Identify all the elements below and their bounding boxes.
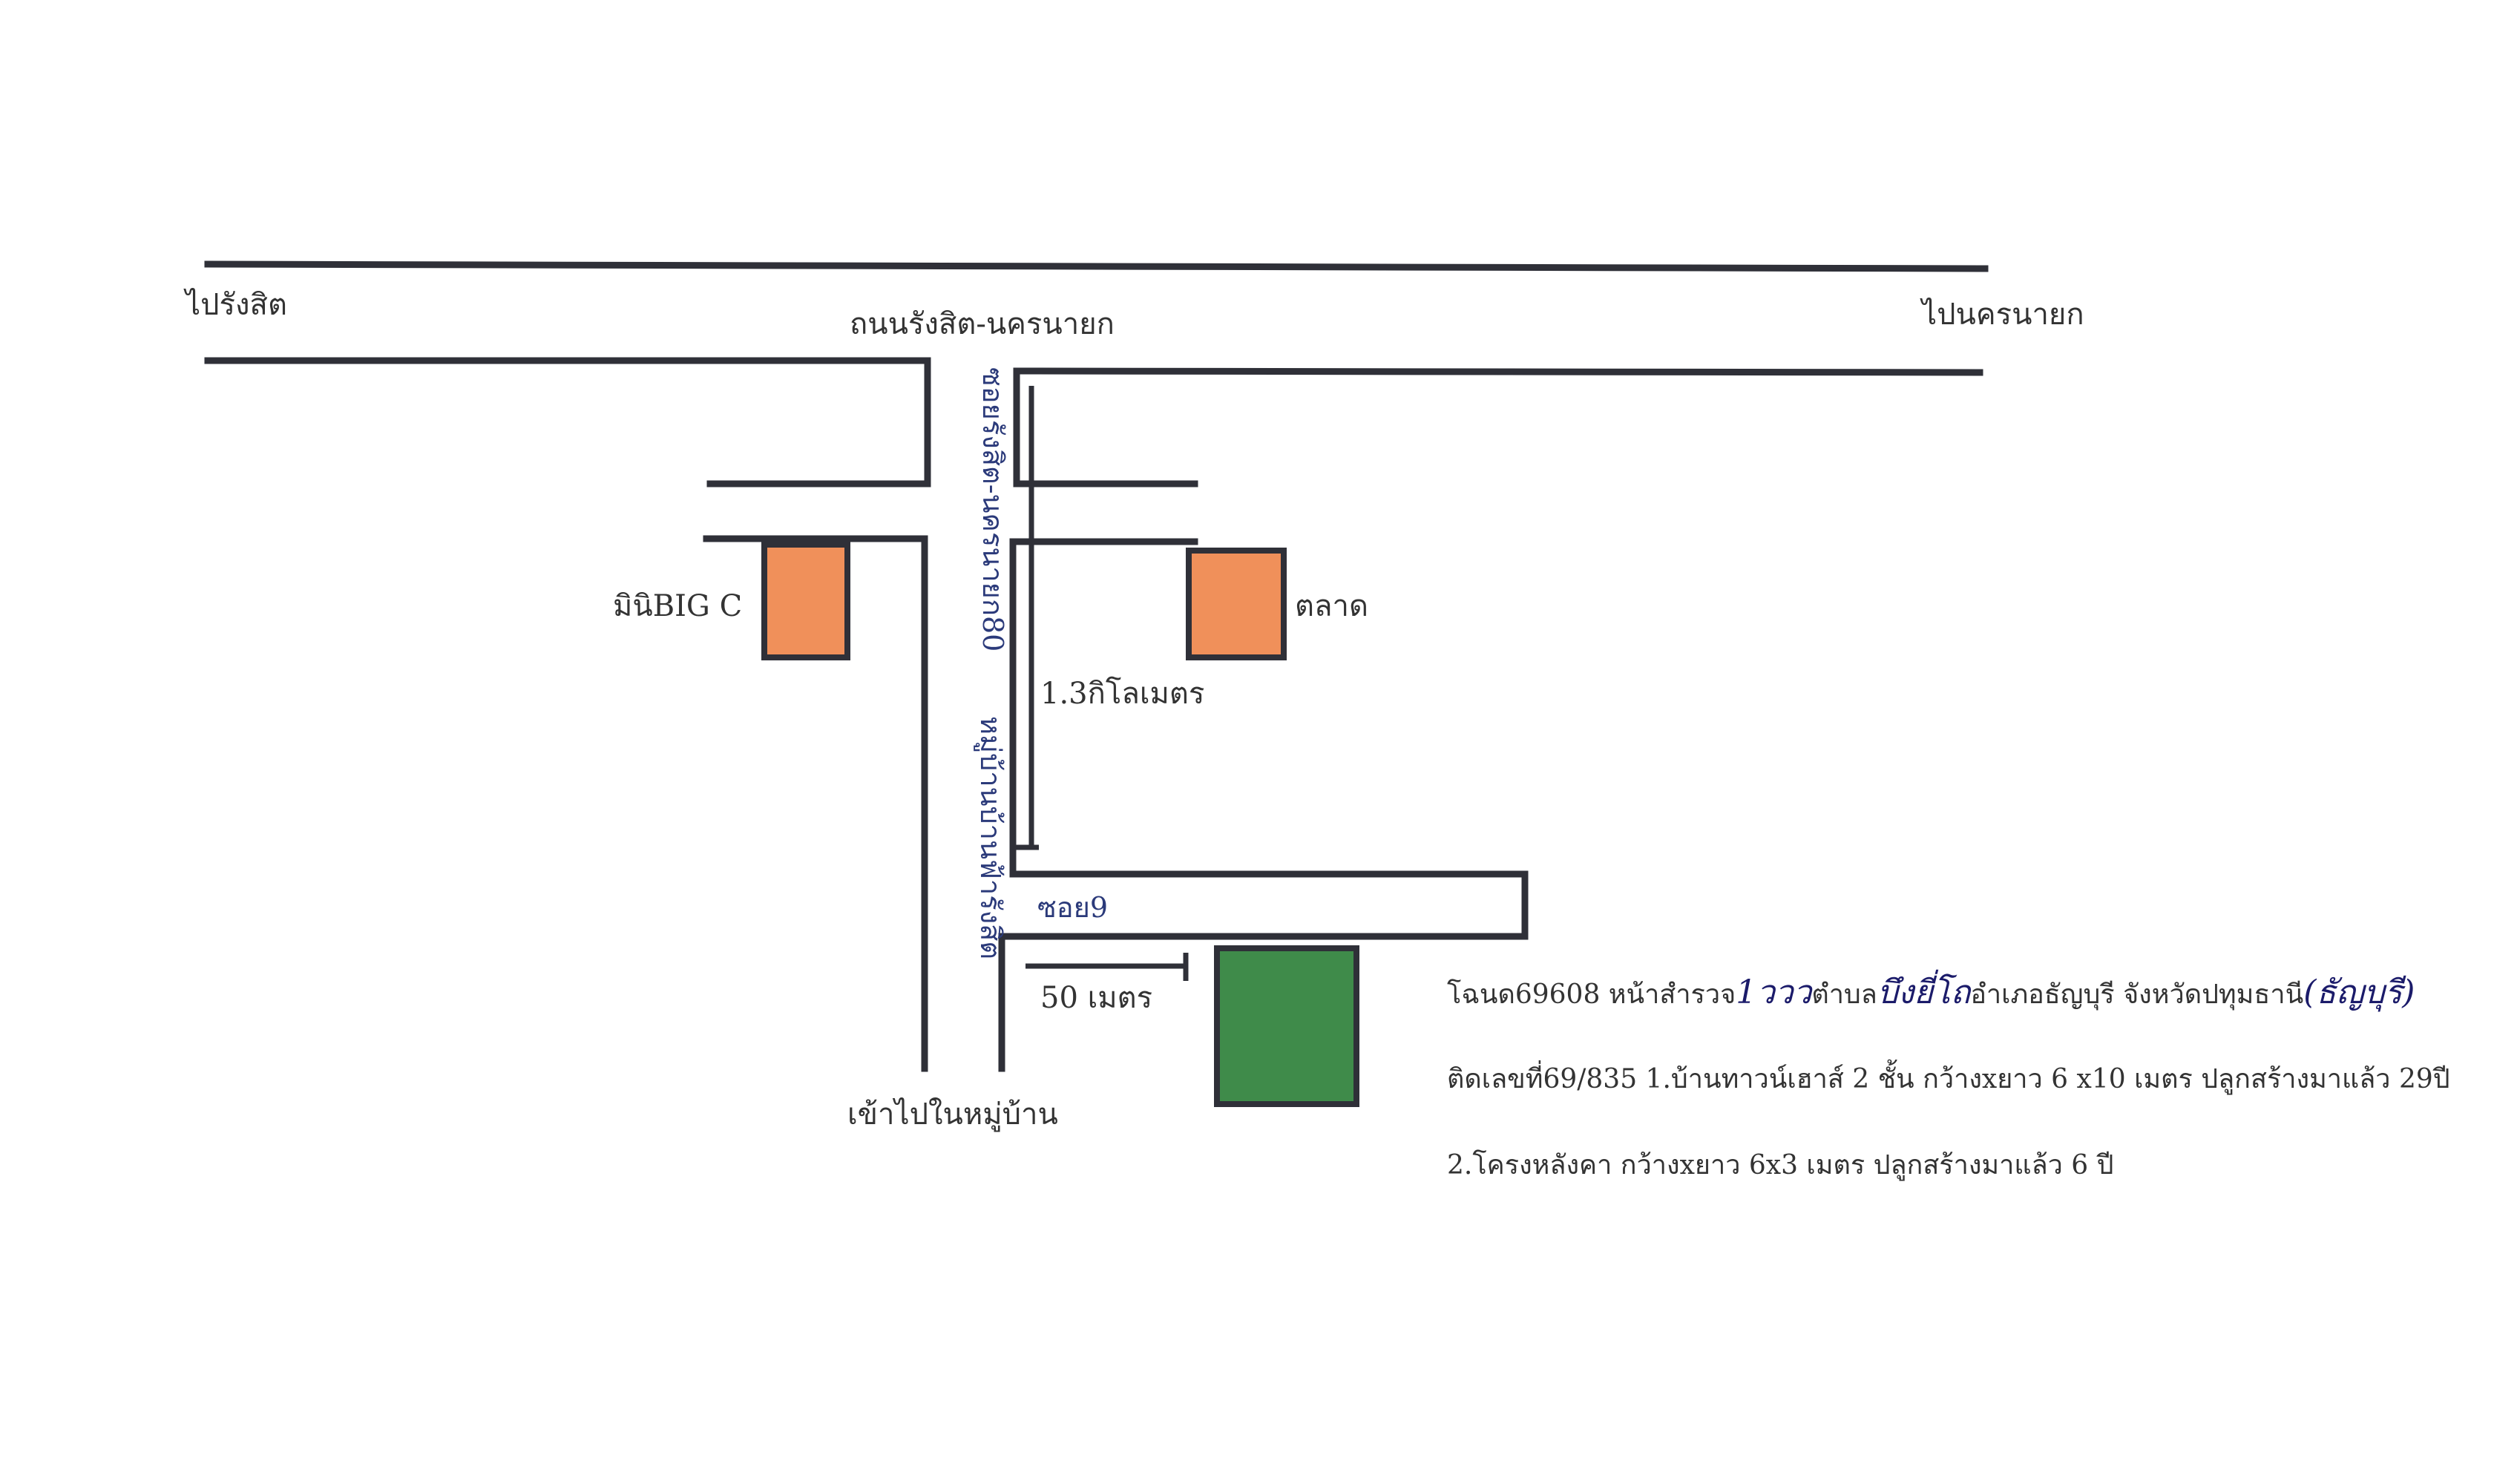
note-line-1-paren-hand: (ธัญบุรี) (2303, 974, 2415, 1012)
note-line-1-prefix: โฉนด69608 หน้าสำรวจ (1447, 979, 1736, 1010)
label-distance-50m: 50 เมตร (1040, 981, 1152, 1015)
label-village: หมู่บ้านบ้านฟ้ารังสิต (974, 716, 1007, 959)
note-line-1-suffix: อำเภอธัญบุรี จังหวัดปทุมธานี (1970, 979, 2303, 1011)
label-to-nakhon-nayok: ไปนครนายก (1920, 298, 2084, 332)
note-line-1: โฉนด69608 หน้าสำรวจ1วววตำบลบึงยี่โถอำเภอ… (1447, 969, 2415, 1012)
market-building (1186, 548, 1287, 660)
property-plot (1214, 945, 1359, 1107)
label-to-rangsit: ไปรังสิต (183, 288, 287, 322)
note-line-3: 2.โครงหลังคา กว้างxยาว 6x3 เมตร ปลูกสร้า… (1447, 1149, 2114, 1181)
note-line-1-tambon-hand: บึงยี่โถ (1877, 969, 1972, 1011)
distance-marker-1-3km (1011, 386, 1039, 850)
label-market: ตลาด (1295, 589, 1368, 623)
distance-marker-50m (1026, 953, 1189, 981)
note-line-2: ติดเลขที่69/835 1.บ้านทาวน์เฮาส์ 2 ชั้น … (1447, 1059, 2450, 1095)
soi-9 (998, 870, 1529, 1072)
label-soi-vertical: ซอยรังสิต-นครนายก80 (977, 367, 1009, 651)
label-into-village: เข้าไปในหมู่บ้าน (847, 1097, 1058, 1132)
note-line-1-survey-hand: 1ววว (1736, 974, 1813, 1011)
mini-bigc-building (761, 542, 850, 660)
label-soi-9: ซอย9 (1037, 891, 1108, 924)
deed-notes: โฉนด69608 หน้าสำรวจ1วววตำบลบึงยี่โถอำเภอ… (1447, 969, 2450, 1181)
note-line-1-tambon: ตำบล (1811, 979, 1877, 1010)
label-main-road: ถนนรังสิต-นครนายก (850, 307, 1115, 341)
main-road (204, 260, 1989, 376)
label-distance-1-3km: 1.3กิโลเมตร (1040, 677, 1204, 711)
soi-rangsit-nakhon-nayok-80 (703, 357, 1198, 1072)
label-mini-bigc: มินิBIG C (613, 589, 742, 623)
